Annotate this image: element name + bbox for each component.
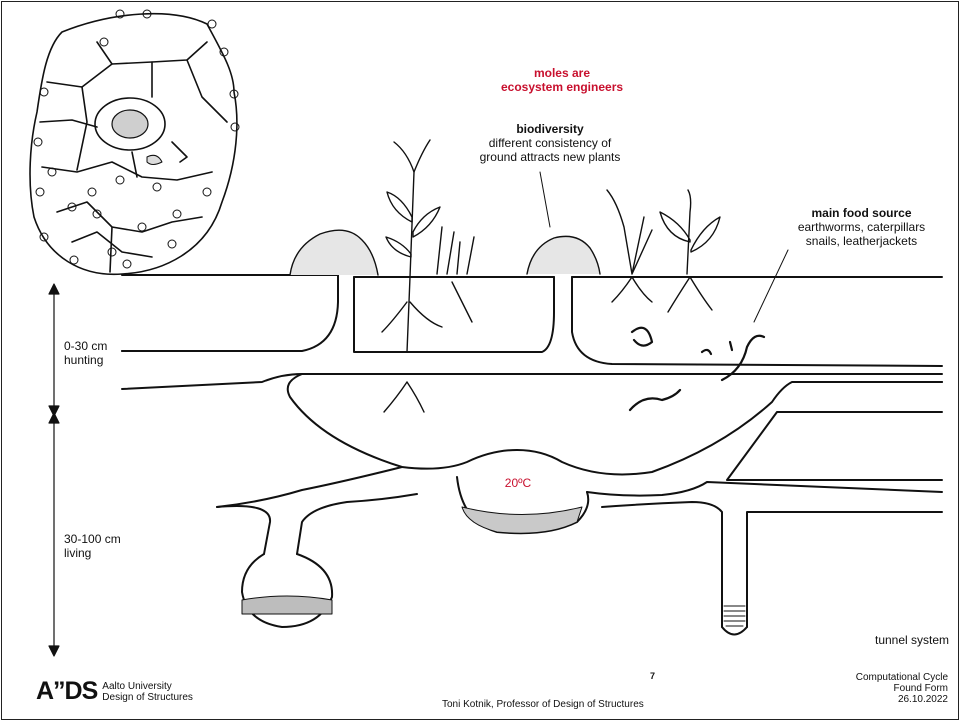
logo-mark: A”DS [36,679,97,704]
food-source-line-1: earthworms, caterpillars [774,220,949,234]
biodiversity-line-2: ground attracts new plants [440,150,660,164]
food-source-title: main food source [774,206,949,220]
chamber-hatching [724,606,745,626]
logo-line-2: Design of Structures [102,692,193,703]
deep-tunnels [217,382,942,635]
living-label: living [64,546,121,560]
depth-label-hunting: 0-30 cm hunting [64,339,107,367]
depth-arrows [49,284,59,656]
footer-course-info: Computational Cycle Found Form 26.10.202… [856,672,948,705]
footer-author: Toni Kotnik, Professor of Design of Stru… [442,699,644,710]
tunnel-map-sketch [30,10,239,274]
course-line-1: Computational Cycle [856,672,948,683]
logo-line-1: Aalto University [102,681,193,692]
aalto-logo: A”DS Aalto University Design of Structur… [36,679,193,704]
biodiversity-title: biodiversity [440,122,660,136]
hunting-label: hunting [64,353,107,367]
soil-and-tunnels [122,275,942,474]
page-number: 7 [650,671,655,681]
logo-text: Aalto University Design of Structures [102,681,193,703]
biodiversity-callout: biodiversity different consistency of gr… [440,122,660,164]
depth-label-living: 30-100 cm living [64,532,121,560]
chamber-temperature: 20ºC [488,476,548,490]
biodiversity-line-1: different consistency of [440,136,660,150]
food-source-callout: main food source earthworms, caterpillar… [774,206,949,248]
molehills [290,230,600,275]
headline-line-1: moles are [442,66,682,80]
headline: moles are ecosystem engineers [442,66,682,94]
earthworms [630,328,764,410]
footer-date: 26.10.2022 [856,694,948,705]
living-range: 30-100 cm [64,532,121,546]
headline-line-2: ecosystem engineers [442,80,682,94]
tunnel-system-label: tunnel system [875,633,949,647]
hunting-range: 0-30 cm [64,339,107,353]
course-line-2: Found Form [856,683,948,694]
food-source-line-2: snails, leatherjackets [774,234,949,248]
